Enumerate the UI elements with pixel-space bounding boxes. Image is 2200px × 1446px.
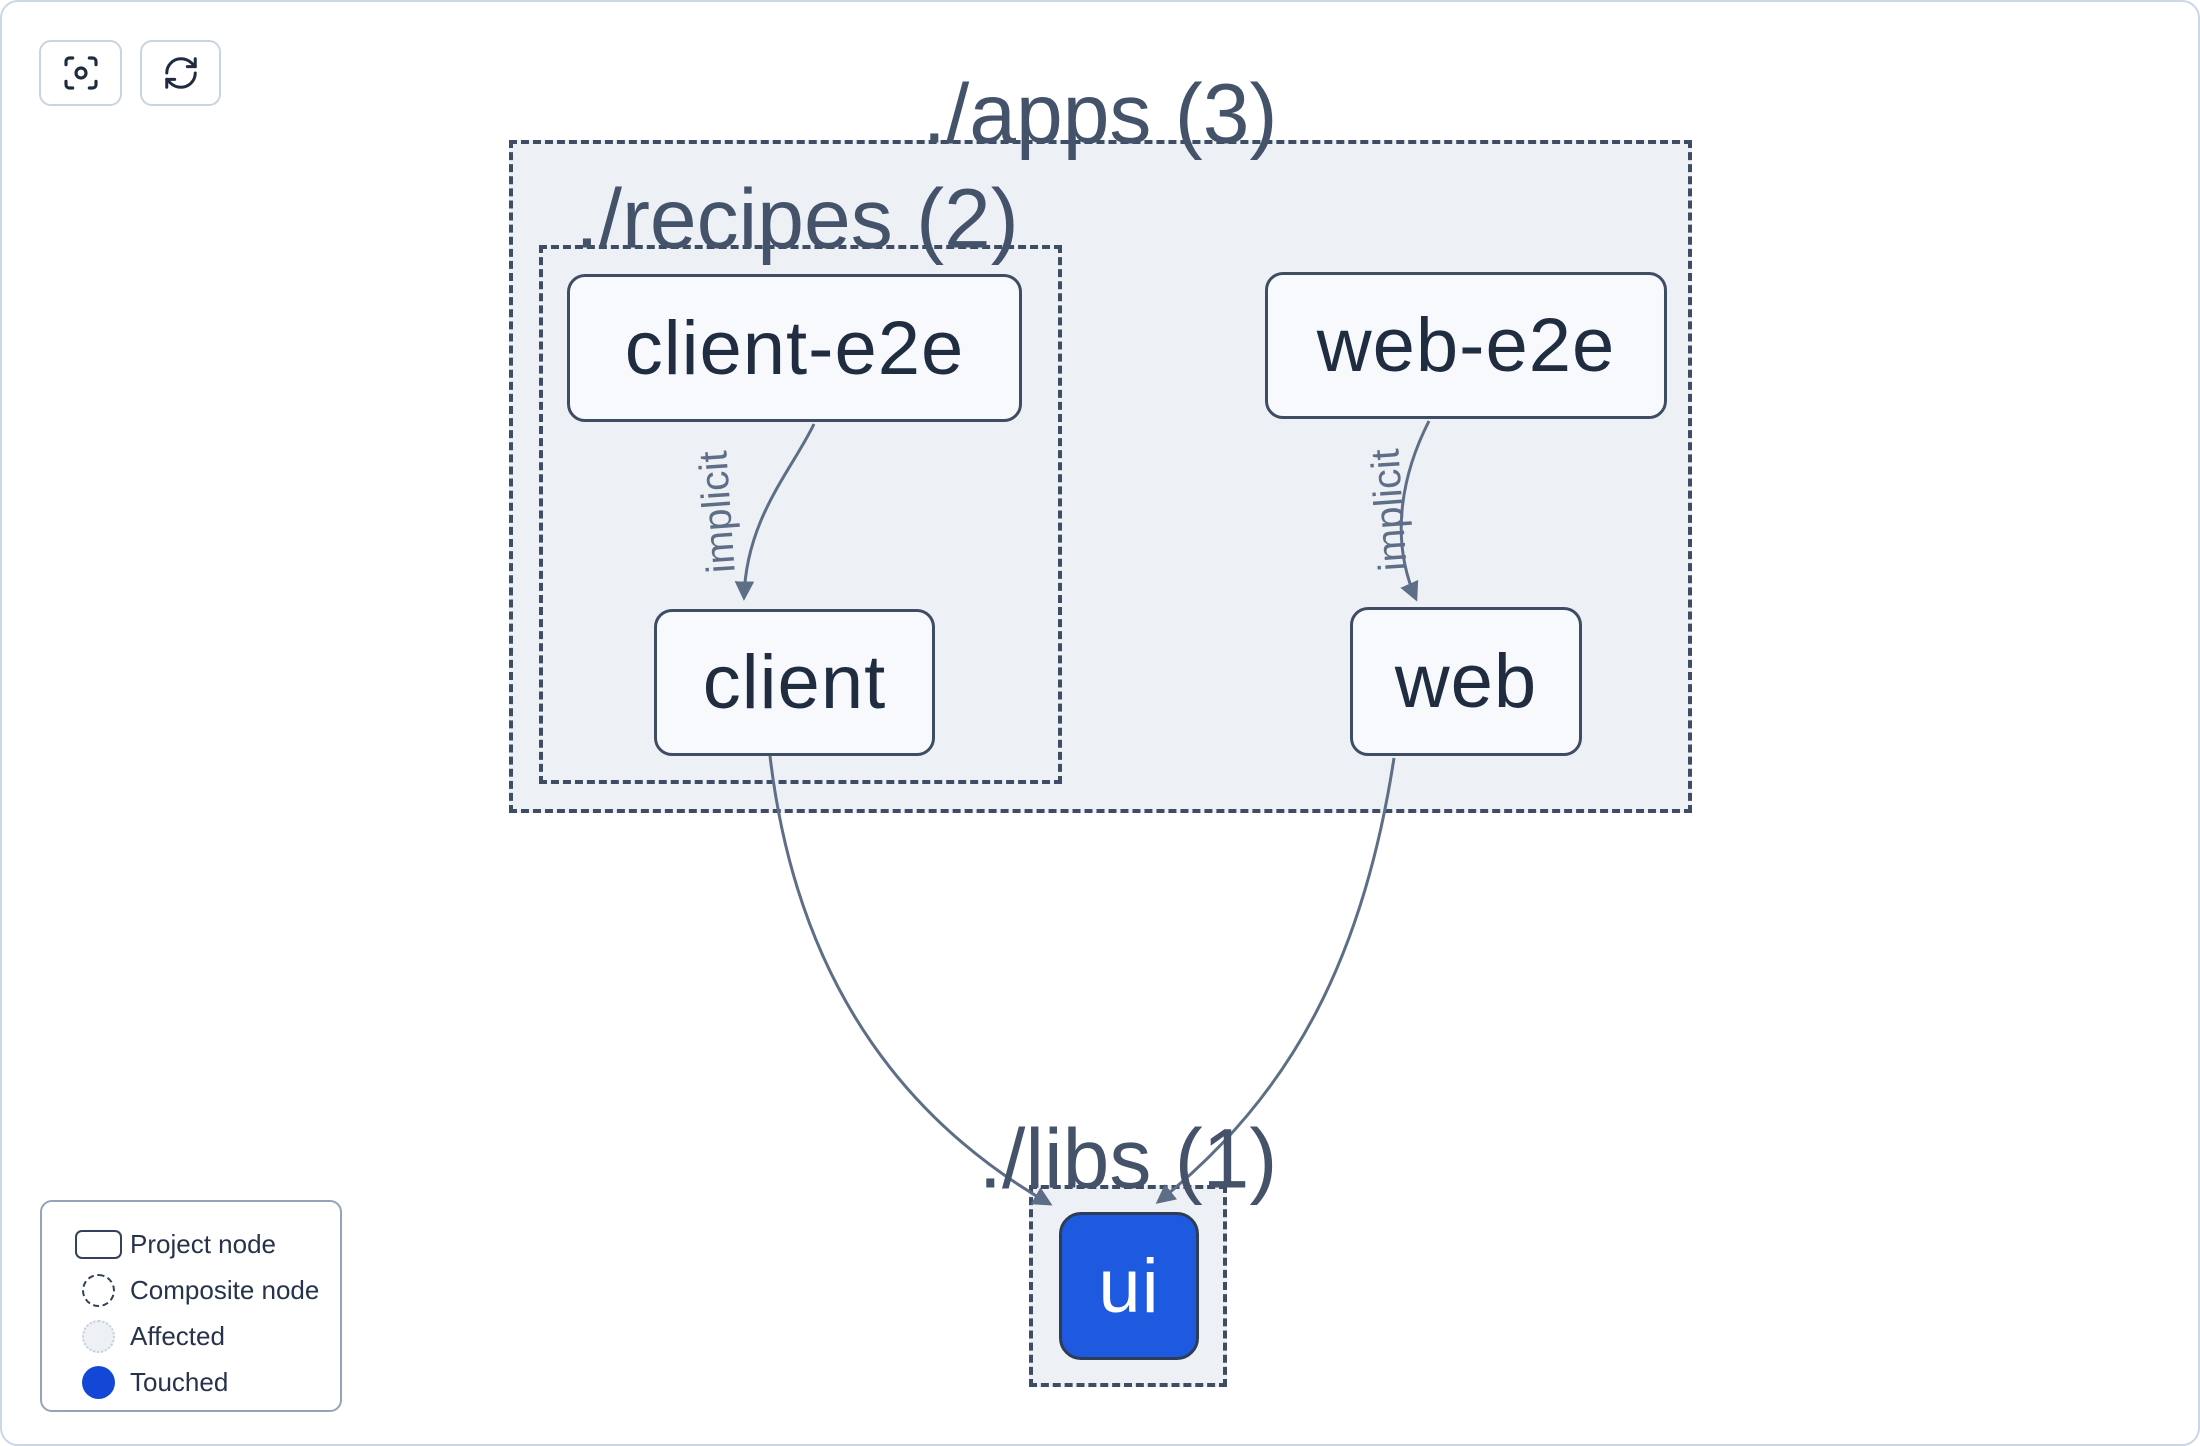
node-label: ui: [1098, 1243, 1160, 1329]
group-title-apps: ./apps (3): [922, 66, 1278, 161]
node-client-e2e[interactable]: client-e2e: [567, 274, 1022, 422]
node-label: web: [1394, 639, 1538, 724]
node-label: client-e2e: [624, 305, 965, 391]
legend-item-project-node: Project node: [66, 1222, 340, 1266]
edge-client-e2e-to-client[interactable]: [734, 423, 816, 601]
edge-label-implicit: implicit: [1363, 447, 1416, 573]
node-ui[interactable]: ui: [1059, 1212, 1199, 1360]
legend-item-touched: Touched: [66, 1360, 340, 1404]
edge-web-e2e-to-web[interactable]: [1399, 420, 1431, 602]
legend-panel: Project node Composite node Affected Tou…: [40, 1200, 342, 1412]
edge-client-to-ui[interactable]: [768, 755, 1053, 1206]
legend-label: Touched: [130, 1366, 229, 1397]
legend-label: Composite node: [130, 1274, 320, 1305]
touched-swatch: [81, 1365, 115, 1399]
edge-web-to-ui[interactable]: [1155, 757, 1396, 1204]
focus-button[interactable]: [39, 40, 122, 106]
project-node-swatch: [74, 1229, 122, 1259]
node-web-e2e[interactable]: web-e2e: [1265, 272, 1667, 419]
node-label: web-e2e: [1316, 303, 1616, 388]
focus-crosshair-icon: [61, 53, 101, 93]
refresh-icon: [162, 54, 200, 92]
node-client[interactable]: client: [654, 609, 935, 756]
composite-node-swatch: [81, 1273, 115, 1307]
node-web[interactable]: web: [1350, 607, 1582, 756]
affected-swatch: [81, 1319, 115, 1353]
edge-label-implicit: implicit: [691, 449, 744, 575]
group-title-recipes: ./recipes (2): [575, 171, 1019, 266]
legend-item-affected: Affected: [66, 1314, 340, 1358]
legend-label: Project node: [130, 1228, 276, 1259]
legend-label: Affected: [130, 1320, 225, 1351]
refresh-button[interactable]: [140, 40, 221, 106]
node-label: client: [702, 640, 887, 725]
legend-item-composite-node: Composite node: [66, 1268, 340, 1312]
group-title-libs: ./libs (1): [978, 1111, 1278, 1206]
group-recipes[interactable]: [539, 245, 1062, 784]
